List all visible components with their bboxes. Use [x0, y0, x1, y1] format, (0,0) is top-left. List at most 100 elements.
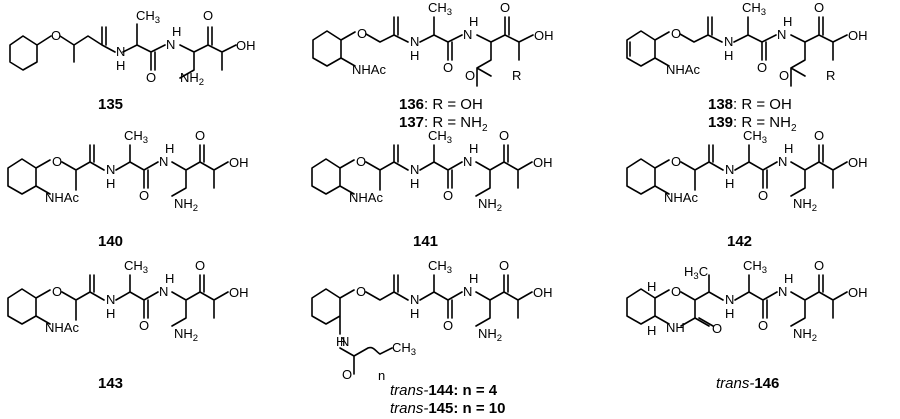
svg-text:O: O: [443, 188, 453, 203]
svg-text:N: N: [778, 154, 787, 169]
svg-text:N: N: [725, 162, 734, 177]
svg-text:O: O: [814, 258, 824, 273]
svg-text:O: O: [146, 70, 156, 85]
svg-text:NH2: NH2: [478, 196, 502, 214]
compound-label-143: 143: [98, 375, 124, 392]
svg-text:O: O: [712, 321, 722, 336]
svg-text:N: N: [410, 292, 419, 307]
svg-text:O: O: [758, 318, 768, 333]
svg-text:O: O: [342, 367, 352, 382]
svg-text:NHAc: NHAc: [664, 190, 698, 205]
svg-text:O: O: [465, 68, 475, 83]
svg-text:H: H: [106, 176, 115, 191]
svg-text:R: R: [512, 68, 521, 83]
svg-text:O: O: [52, 154, 62, 169]
structure-138-139: O NHAc NH CH3 NH O O OH O R: [626, 0, 868, 87]
svg-text:O: O: [139, 318, 149, 333]
svg-text:OH: OH: [848, 285, 868, 300]
structure-135: O NH NH CH3 O OH O NH2: [9, 8, 256, 88]
svg-text:N: N: [778, 284, 787, 299]
svg-text:OH: OH: [533, 285, 553, 300]
svg-text:N: N: [106, 292, 115, 307]
svg-text:H: H: [410, 176, 419, 191]
svg-text:OH: OH: [848, 155, 868, 170]
svg-text:H: H: [172, 24, 181, 39]
svg-text:O: O: [52, 284, 62, 299]
svg-text:O: O: [500, 0, 510, 15]
svg-text:H: H: [784, 271, 793, 286]
svg-text:OH: OH: [533, 155, 553, 170]
structure-142: O NHAc NH CH3 NH O O OH NH2: [626, 128, 868, 214]
svg-text:O: O: [443, 60, 453, 75]
svg-text:H: H: [106, 306, 115, 321]
svg-text:NH2: NH2: [478, 326, 502, 344]
svg-text:O: O: [671, 284, 681, 299]
svg-text:N: N: [463, 284, 472, 299]
svg-text:n: n: [378, 368, 385, 383]
svg-text:H: H: [647, 323, 656, 338]
compound-label-136: 136: R = OH: [399, 96, 483, 113]
svg-text:NHAc: NHAc: [349, 190, 383, 205]
compound-label-142: 142: [727, 233, 753, 250]
svg-text:NH2: NH2: [793, 326, 817, 344]
svg-text:CH3: CH3: [428, 128, 452, 146]
svg-text:N: N: [159, 284, 168, 299]
svg-text:O: O: [139, 188, 149, 203]
structure-141: O NHAc NH CH3 NH O O OH NH2: [311, 128, 553, 214]
svg-text:H: H: [647, 279, 656, 294]
svg-text:H: H: [725, 306, 734, 321]
svg-text:CH3: CH3: [428, 258, 452, 276]
svg-text:H: H: [783, 14, 792, 29]
svg-text:NH2: NH2: [174, 196, 198, 214]
svg-text:H: H: [469, 271, 478, 286]
svg-text:N: N: [410, 34, 419, 49]
svg-text:N: N: [410, 162, 419, 177]
compound-label-146: trans-146: [716, 375, 780, 392]
svg-text:O: O: [779, 68, 789, 83]
svg-text:N: N: [106, 162, 115, 177]
svg-text:H: H: [725, 176, 734, 191]
svg-text:O: O: [758, 188, 768, 203]
compound-label-135: 135: [98, 96, 124, 113]
svg-text:O: O: [195, 128, 205, 143]
svg-text:CH3: CH3: [124, 128, 148, 146]
svg-text:CH3: CH3: [428, 0, 452, 18]
svg-text:O: O: [814, 128, 824, 143]
compound-label-145: trans-145: n = 10: [390, 400, 506, 417]
structure-136-137: O NHAc NH CH3 NH O O OH O R: [312, 0, 554, 87]
svg-text:CH3: CH3: [392, 340, 416, 358]
svg-text:O: O: [814, 0, 824, 15]
svg-text:O: O: [671, 26, 681, 41]
svg-text:H: H: [336, 334, 345, 349]
svg-text:O: O: [443, 318, 453, 333]
svg-text:CH3: CH3: [743, 128, 767, 146]
svg-text:CH3: CH3: [136, 8, 160, 26]
svg-text:O: O: [51, 28, 61, 43]
svg-text:NHAc: NHAc: [45, 190, 79, 205]
svg-text:H: H: [724, 48, 733, 63]
compound-label-140: 140: [98, 233, 124, 250]
svg-text:OH: OH: [229, 155, 249, 170]
svg-text:N: N: [159, 154, 168, 169]
svg-text:NHAc: NHAc: [45, 320, 79, 335]
svg-text:O: O: [357, 26, 367, 41]
compound-label-144: trans-144: n = 4: [390, 382, 498, 399]
svg-text:O: O: [356, 284, 366, 299]
svg-text:CH3: CH3: [124, 258, 148, 276]
compound-label-139: 139: R = NH2: [708, 114, 797, 134]
svg-text:OH: OH: [236, 38, 256, 53]
svg-text:N: N: [340, 334, 349, 349]
compound-label-138: 138: R = OH: [708, 96, 792, 113]
svg-text:OH: OH: [848, 28, 868, 43]
svg-text:N: N: [724, 34, 733, 49]
svg-text:H: H: [165, 271, 174, 286]
svg-text:OH: OH: [534, 28, 554, 43]
svg-text:N: N: [777, 27, 786, 42]
svg-text:OH: OH: [229, 285, 249, 300]
structure-140: O NHAc NH CH3 NH O O OH NH2: [7, 128, 249, 214]
svg-text:O: O: [195, 258, 205, 273]
svg-text:N: N: [116, 44, 125, 59]
svg-text:NH2: NH2: [793, 196, 817, 214]
svg-text:N: N: [463, 27, 472, 42]
